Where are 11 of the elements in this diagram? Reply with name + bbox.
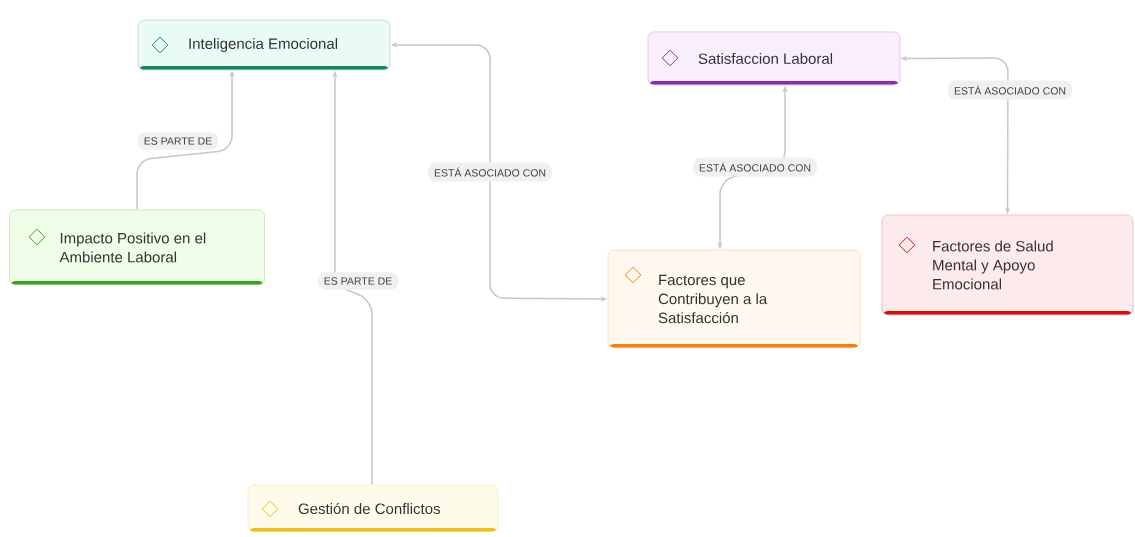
edge-label: ESTÁ ASOCIADO CON: [948, 80, 1072, 100]
process-box: Factores de Salud Mental y Apoyo Emocional: [881, 214, 1134, 316]
edge-label: ES PARTE DE: [137, 132, 219, 150]
edge-label: ESTÁ ASOCIADO CON: [428, 162, 552, 182]
edge-label: ESTÁ ASOCIADO CON: [693, 157, 817, 177]
process-box: Inteligencia Emocional: [137, 19, 391, 71]
process-box: Gestión de Conflictos: [247, 484, 499, 533]
edge-label: ES PARTE DE: [317, 272, 399, 290]
process-box: Impacto Positivo en el Ambiente Laboral: [9, 209, 265, 286]
process-box: Satisfaccion Laboral: [647, 31, 901, 86]
process-box: Factores que Contribuyen a la Satisfacción: [607, 249, 861, 349]
